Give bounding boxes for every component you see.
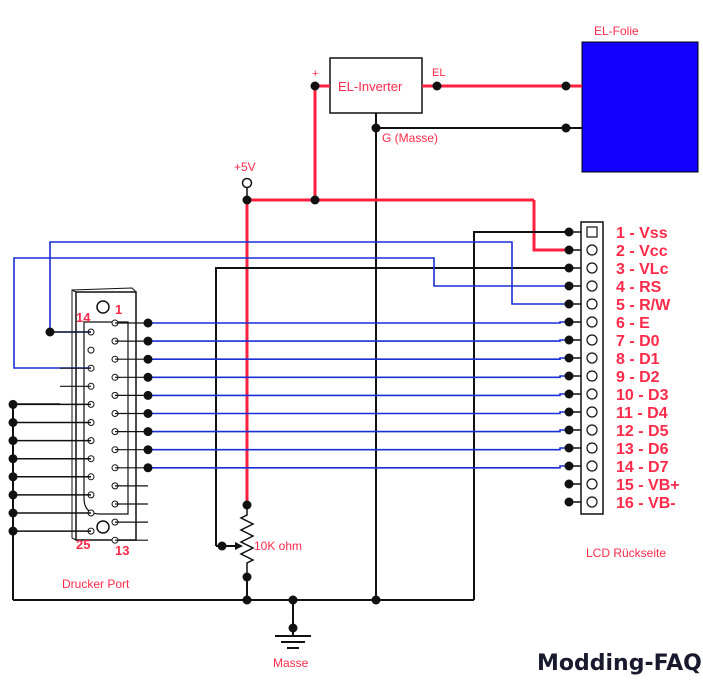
lcd-pin-hole	[586, 334, 598, 346]
db25-pin-holes	[87, 319, 119, 544]
lcd-pin-label: 8 - D1	[616, 351, 660, 368]
lcd-pin-label: 9 - D2	[616, 369, 660, 386]
lcd-pin-hole	[586, 460, 598, 472]
ground-bus	[13, 595, 474, 649]
data-line	[148, 411, 569, 415]
lcd-pin-1-square	[586, 226, 598, 238]
data-line	[148, 465, 569, 469]
inverter-ground-label: G (Masse)	[382, 131, 438, 145]
port-label: Drucker Port	[62, 577, 130, 591]
port-junction	[143, 409, 153, 418]
pin-13-label: 13	[115, 543, 129, 558]
lcd-pin-label: 12 - D5	[616, 423, 669, 440]
lcd-pin-label: 6 - E	[616, 315, 650, 332]
data-line	[148, 447, 569, 451]
port-junction	[143, 318, 153, 328]
vlc-wire	[215, 267, 573, 546]
lcd-pin-label: 13 - D6	[616, 441, 669, 458]
port-junction	[143, 372, 153, 382]
port-junction	[143, 427, 153, 437]
lcd-pin-label: 7 - D0	[616, 333, 660, 350]
potentiometer-label: 10K ohm	[254, 539, 302, 553]
lcd-pin-hole	[586, 406, 598, 418]
lcd-pin-label: 14 - D7	[616, 459, 669, 476]
port-junction	[143, 354, 153, 364]
lcd-pin-label: 3 - VLc	[616, 261, 669, 278]
rs-line	[13, 257, 569, 369]
el-inverter-label: EL-Inverter	[338, 79, 403, 94]
lcd-pin-hole	[586, 424, 598, 436]
lcd-header	[580, 221, 604, 515]
data-line	[148, 375, 569, 379]
data-line	[148, 429, 569, 433]
el-inverter-box	[329, 57, 423, 114]
vss-wire	[473, 231, 573, 600]
pin-14-label: 14	[76, 310, 91, 325]
db25-pin-hole	[87, 346, 95, 354]
lcd-pin-hole	[586, 280, 598, 292]
port-junction	[143, 463, 153, 473]
port-junction	[143, 445, 153, 455]
lcd-pin-hole	[586, 298, 598, 310]
lcd-pin-label: 4 - RS	[616, 279, 662, 296]
lcd-pin-hole	[586, 442, 598, 454]
lcd-label: LCD Rückseite	[586, 546, 666, 560]
lcd-pin-label: 2 - Vcc	[616, 243, 668, 260]
port-junction	[143, 390, 153, 400]
inverter-plus-label: +	[312, 68, 318, 80]
lcd-pin-label: 11 - D4	[616, 405, 668, 422]
lcd-pin-label: 10 - D3	[616, 387, 669, 404]
pin-25-label: 25	[76, 537, 90, 552]
supply-wiring	[241, 177, 573, 505]
inverter-wiring	[310, 81, 582, 600]
lcd-pin-label: 16 - VB-	[616, 495, 676, 512]
lcd-pin-hole	[586, 352, 598, 364]
el-folie-panel	[581, 41, 699, 173]
data-line	[148, 357, 569, 361]
lcd-pin-hole	[586, 262, 598, 274]
lcd-pin-label: 1 - Vss	[616, 225, 668, 242]
lcd-pin-hole	[586, 316, 598, 328]
brand-label: Modding-FAQ	[537, 651, 702, 676]
lcd-pin-hole	[586, 370, 598, 382]
lcd-pin-hole	[586, 496, 598, 508]
lcd-pin-label: 15 - VB+	[616, 477, 680, 494]
pin-1-label: 1	[115, 302, 122, 317]
data-line	[148, 393, 569, 397]
lcd-pin-label: 5 - R/W	[616, 297, 671, 314]
lcd-pin-hole	[586, 244, 598, 256]
lcd-pin-hole	[586, 478, 598, 490]
rw-line	[49, 241, 569, 333]
supply-label: +5V	[234, 160, 256, 174]
port-junction	[143, 336, 153, 346]
lcd-pin-hole	[586, 388, 598, 400]
ground-label: Masse	[273, 656, 309, 670]
data-line	[148, 339, 569, 342]
data-line	[148, 321, 569, 324]
inverter-el-label: EL	[432, 67, 445, 79]
el-folie-label: EL-Folie	[594, 24, 639, 38]
potentiometer	[216, 500, 255, 600]
